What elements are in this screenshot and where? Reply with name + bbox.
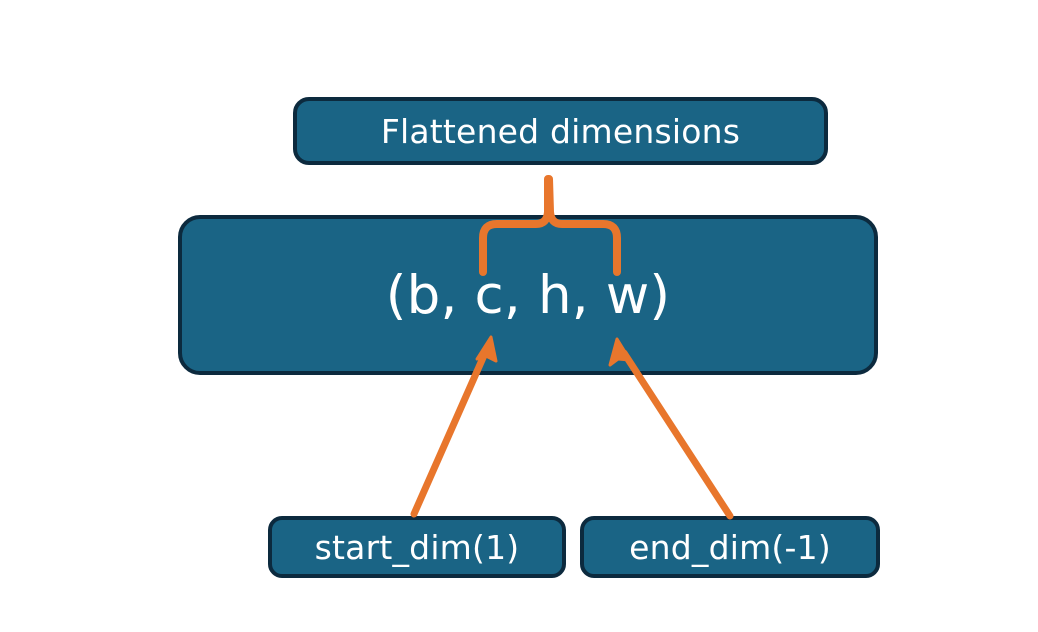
end-dim-box: end_dim(-1) [580, 516, 880, 578]
flattened-dimensions-box: Flattened dimensions [293, 97, 828, 165]
flattened-dimensions-label: Flattened dimensions [380, 111, 741, 151]
tensor-shape-label: (b, c, h, w) [385, 264, 671, 326]
start-dim-box: start_dim(1) [268, 516, 566, 578]
end-dim-label: end_dim(-1) [629, 527, 831, 567]
start-dim-label: start_dim(1) [314, 527, 520, 567]
tensor-shape-box: (b, c, h, w) [178, 215, 878, 375]
